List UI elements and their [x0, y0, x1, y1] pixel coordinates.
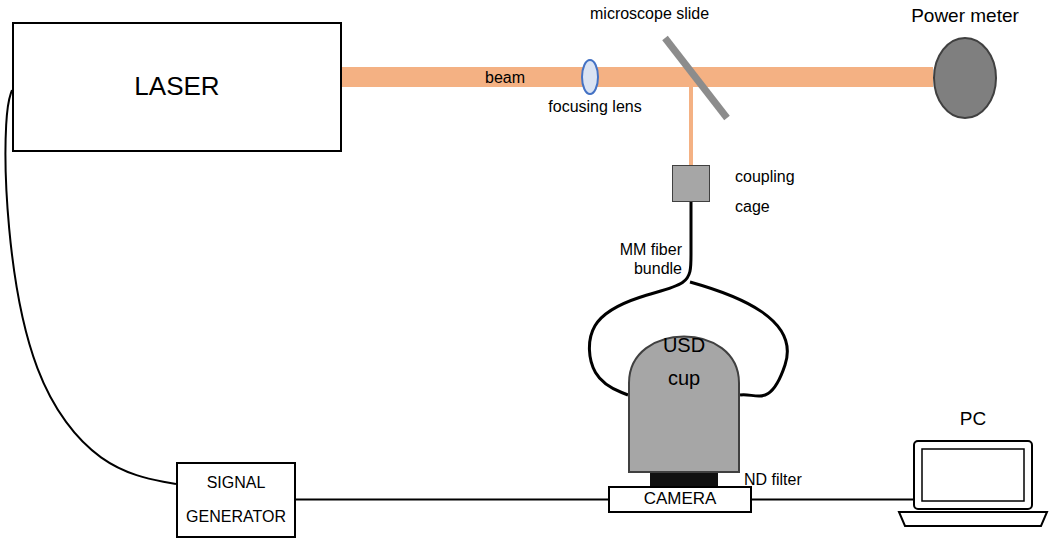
laser-beam [342, 67, 933, 87]
part-label: ND filter [744, 470, 834, 489]
node-text: CAMERA [644, 489, 717, 509]
power-meter-shape [933, 37, 997, 119]
part-label: focusing lens [540, 97, 650, 116]
power-meter-head [934, 38, 996, 118]
nd-filter [650, 472, 718, 487]
power-meter: Power meter [933, 37, 997, 119]
signal-generator: SIGNAL GENERATOR [176, 462, 296, 538]
node-text: LASER [134, 71, 219, 102]
laser-box: LASER [12, 22, 342, 152]
node-text: coupling cage [735, 162, 815, 223]
part-label: microscope slide [590, 4, 760, 23]
cup-outline [629, 337, 739, 473]
reflected-beam [689, 87, 693, 166]
laptop-display [922, 449, 1024, 501]
coupling-cage: coupling cage [672, 165, 710, 202]
laptop-base [899, 512, 1047, 526]
node-text: SIGNAL GENERATOR [178, 466, 294, 533]
node-text: USD cup [654, 329, 714, 395]
data-cable [752, 499, 913, 501]
microscope-slide [665, 38, 727, 118]
focusing-lens [582, 60, 598, 94]
pc-laptop-shape [913, 440, 1033, 510]
edge-label: beam [483, 68, 527, 87]
pc-laptop: PC [913, 440, 1033, 510]
edge-label: MM fiber bundle [600, 240, 684, 278]
node-text: Power meter [890, 5, 1040, 28]
usd-cup: USD cup [628, 325, 740, 473]
laptop-screen [914, 441, 1032, 509]
signal-wire [296, 499, 608, 501]
camera-box: CAMERA [608, 486, 752, 513]
node-text: PC [943, 408, 1003, 431]
